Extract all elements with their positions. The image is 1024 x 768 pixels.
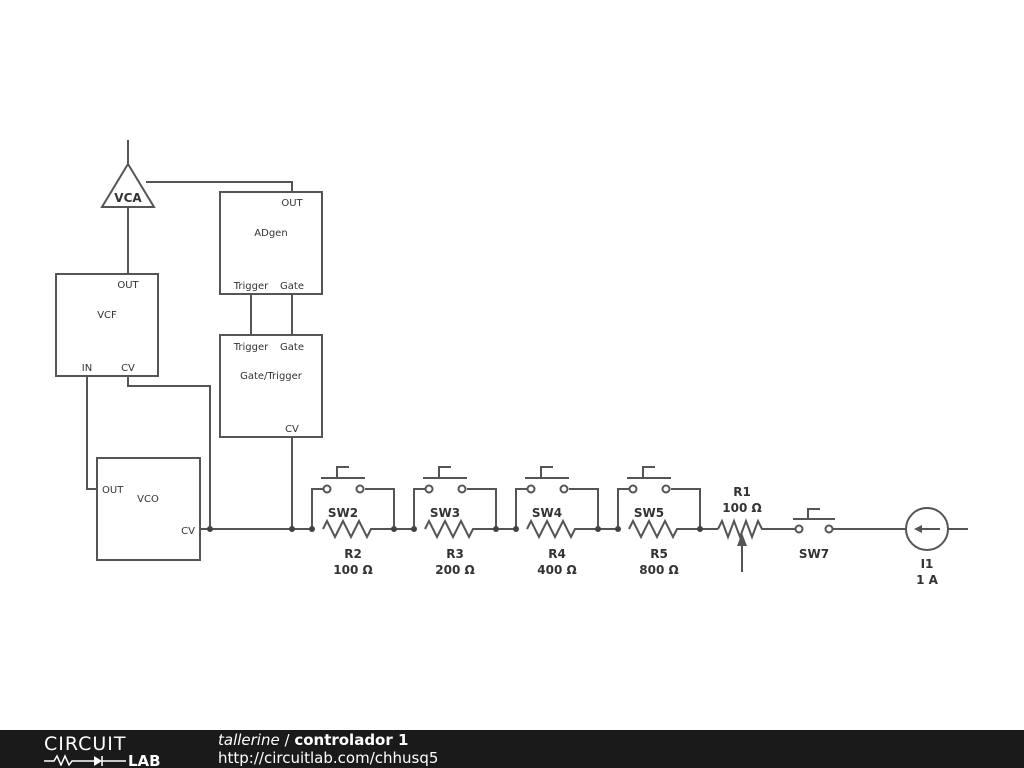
- svg-text:CIRCUIT: CIRCUIT: [44, 734, 127, 755]
- adgen-block[interactable]: OUT ADgen Trigger Gate: [219, 191, 323, 295]
- schematic-title[interactable]: controlador 1: [294, 731, 409, 749]
- circuitlab-logo[interactable]: CIRCUIT LAB: [44, 734, 176, 766]
- stage-sw2-r2[interactable]: SW2 R2 100 Ω: [311, 466, 395, 577]
- svg-text:LAB: LAB: [128, 752, 161, 766]
- switch-label: SW2: [328, 506, 358, 520]
- potentiometer-r1[interactable]: R1 100 Ω: [717, 485, 765, 572]
- gate-trigger-cv-pin: CV: [285, 424, 299, 435]
- resistor-value: 800 Ω: [639, 563, 678, 577]
- vca-label: VCA: [114, 191, 142, 205]
- stage-sw4-r4[interactable]: SW4 R4 400 Ω: [515, 466, 599, 577]
- gate-trigger-block[interactable]: Trigger Gate Gate/Trigger CV: [219, 334, 323, 438]
- adgen-trigger-pin: Trigger: [233, 281, 269, 292]
- resistor-name: R5: [650, 547, 668, 561]
- gate-trigger-gate-pin: Gate: [280, 342, 304, 353]
- potentiometer-name: R1: [733, 485, 751, 499]
- vcf-in-pin: IN: [82, 363, 92, 374]
- current-source-i1[interactable]: I1 1 A: [905, 507, 949, 587]
- adgen-label: ADgen: [254, 228, 287, 239]
- gate-trigger-label: Gate/Trigger: [240, 371, 303, 382]
- adgen-out-pin: OUT: [281, 198, 303, 209]
- credit-separator: /: [279, 731, 295, 749]
- vcf-label: VCF: [97, 310, 117, 321]
- vca-amplifier[interactable]: VCA: [100, 162, 156, 208]
- potentiometer-value: 100 Ω: [722, 501, 761, 515]
- vcf-out-pin: OUT: [117, 280, 139, 291]
- switch-label: SW3: [430, 506, 460, 520]
- credit-line: tallerine / controlador 1: [218, 731, 438, 749]
- vco-label: VCO: [137, 494, 159, 505]
- schematic-credit: tallerine / controlador 1 http://circuit…: [218, 731, 438, 767]
- stage-sw5-r5[interactable]: SW5 R5 800 Ω: [617, 466, 701, 577]
- resistor-name: R2: [344, 547, 362, 561]
- schematic-url[interactable]: http://circuitlab.com/chhusq5: [218, 749, 439, 767]
- current-arrow-icon: [914, 525, 922, 533]
- schematic-canvas: VCA OUT ADgen Trigger Gate OUT VCF IN CV…: [55, 140, 968, 587]
- current-source-value: 1 A: [916, 573, 939, 587]
- adgen-gate-pin: Gate: [280, 281, 304, 292]
- sw7-label: SW7: [799, 547, 829, 561]
- gate-trigger-trigger-pin: Trigger: [233, 342, 269, 353]
- resistor-name: R3: [446, 547, 464, 561]
- stage-sw3-r3[interactable]: SW3 R3 200 Ω: [413, 466, 497, 577]
- vco-out-pin: OUT: [102, 485, 124, 496]
- switch-label: SW5: [634, 506, 664, 520]
- footer-bar: [0, 730, 1024, 768]
- resistor-value: 200 Ω: [435, 563, 474, 577]
- resistor-value: 100 Ω: [333, 563, 372, 577]
- switch-sw7[interactable]: SW7: [793, 508, 835, 561]
- vco-block[interactable]: OUT VCO CV: [96, 457, 201, 561]
- vcf-block[interactable]: OUT VCF IN CV: [55, 273, 159, 377]
- junction-dots: [207, 526, 703, 532]
- vcf-cv-pin: CV: [121, 363, 135, 374]
- vco-cv-pin: CV: [181, 526, 195, 537]
- resistor-name: R4: [548, 547, 566, 561]
- switch-label: SW4: [532, 506, 562, 520]
- wiper-arrow-icon: [737, 533, 747, 546]
- current-source-name: I1: [921, 557, 934, 571]
- resistor-value: 400 Ω: [537, 563, 576, 577]
- author-link[interactable]: tallerine: [218, 731, 280, 749]
